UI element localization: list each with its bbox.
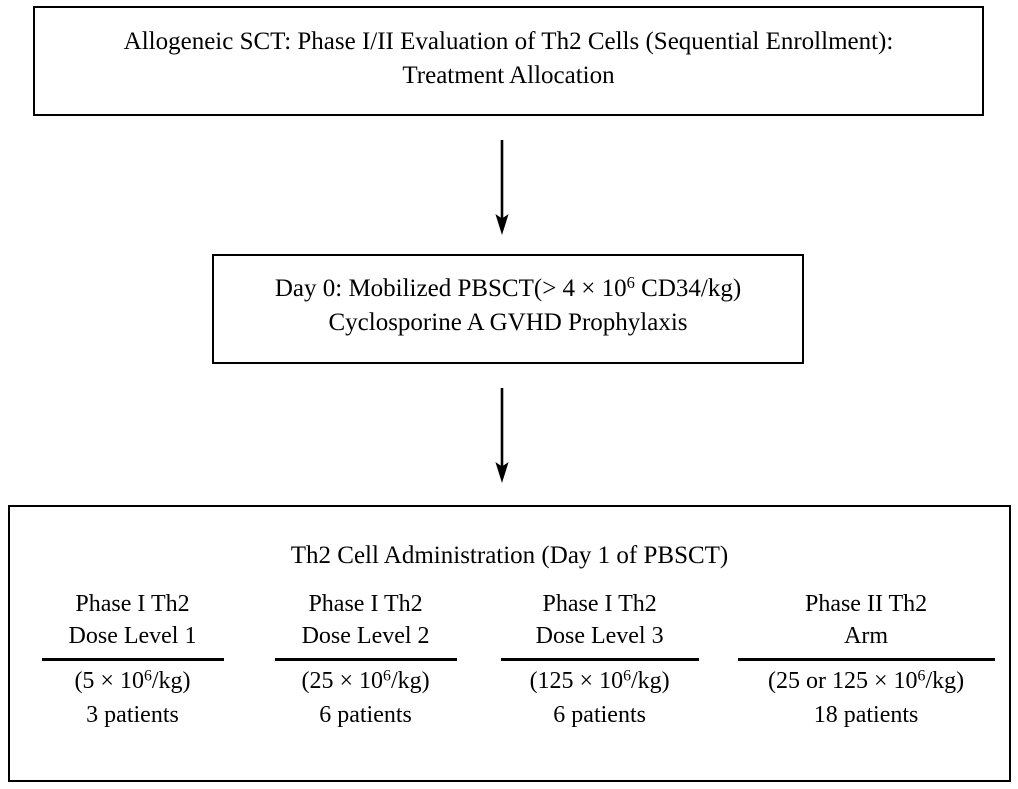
dose-columns: Phase I Th2 Dose Level 1 (5 × 106/kg) 3 …	[10, 589, 1009, 732]
dose-column-heading-line-1: Phase I Th2	[75, 591, 190, 617]
dose-column-heading-line-2: Dose Level 3	[535, 622, 664, 649]
dose-post: /kg)	[631, 668, 670, 695]
dose-column-dose: (125 × 106/kg)	[476, 666, 723, 698]
dose-column-divider	[274, 658, 457, 662]
dose-column-dose: (5 × 106/kg)	[10, 666, 255, 698]
dose-column-patients: 3 patients	[86, 702, 179, 729]
transplant-line-1: Day 0: Mobilized PBSCT(> 4 × 106 CD34/kg…	[214, 272, 802, 306]
title-box: Allogeneic SCT: Phase I/II Evaluation of…	[33, 6, 984, 116]
title-line-1: Allogeneic SCT: Phase I/II Evaluation of…	[123, 28, 894, 55]
dose-column-divider	[500, 658, 699, 662]
administration-box: Th2 Cell Administration (Day 1 of PBSCT)…	[8, 505, 1011, 782]
transplant-box: Day 0: Mobilized PBSCT(> 4 × 106 CD34/kg…	[212, 254, 804, 364]
title-box-text: Allogeneic SCT: Phase I/II Evaluation of…	[35, 8, 982, 92]
transplant-line-1-post: CD34/kg)	[634, 275, 742, 302]
dose-pre: (125 × 10	[529, 668, 624, 695]
dose-column-patients: 6 patients	[553, 702, 646, 729]
dose-column-phase-i-level-2: Phase I Th2 Dose Level 2 (25 × 106/kg) 6…	[255, 589, 476, 732]
dose-exponent: 6	[383, 667, 391, 685]
transplant-line-1-pre: Day 0: Mobilized PBSCT(> 4 × 10	[274, 275, 627, 302]
dose-column-heading-line-2: Dose Level 1	[68, 622, 197, 649]
dose-column-heading-line-1: Phase II Th2	[804, 591, 928, 617]
dose-pre: (25 or 125 × 10	[768, 668, 918, 695]
arrow-transplant-to-administration-icon	[487, 388, 517, 489]
dose-column-divider	[737, 658, 995, 662]
dose-post: /kg)	[925, 668, 965, 695]
dose-exponent: 6	[623, 667, 632, 685]
dose-post: /kg)	[151, 668, 191, 695]
dose-column-patients: 6 patients	[319, 702, 412, 729]
dose-column-dose: (25 × 106/kg)	[255, 666, 476, 698]
dose-column-phase-i-level-3: Phase I Th2 Dose Level 3 (125 × 106/kg) …	[476, 589, 723, 732]
dose-pre: (25 × 10	[301, 668, 384, 695]
transplant-line-2: Cyclosporine A GVHD Prophylaxis	[328, 309, 688, 336]
dose-column-heading-line-1: Phase I Th2	[308, 591, 423, 617]
dose-exponent: 6	[917, 667, 926, 685]
dose-column-phase-ii-arm: Phase II Th2 Arm (25 or 125 × 106/kg) 18…	[723, 589, 1009, 732]
dose-column-heading-line-2: Arm	[844, 622, 889, 649]
dose-column-patients: 18 patients	[813, 702, 919, 729]
administration-title: Th2 Cell Administration (Day 1 of PBSCT)	[290, 542, 729, 569]
transplant-line-1-exponent: 6	[626, 273, 635, 293]
dose-column-divider	[41, 658, 224, 662]
dose-column-heading-line-2: Dose Level 2	[301, 622, 430, 649]
transplant-box-text: Day 0: Mobilized PBSCT(> 4 × 106 CD34/kg…	[214, 256, 802, 340]
arrow-title-to-transplant-icon	[487, 140, 517, 241]
dose-column-dose: (25 or 125 × 106/kg)	[723, 666, 1009, 698]
dose-column-phase-i-level-1: Phase I Th2 Dose Level 1 (5 × 106/kg) 3 …	[10, 589, 255, 732]
dose-exponent: 6	[143, 667, 152, 685]
dose-post: /kg)	[390, 668, 430, 695]
dose-column-heading-line-1: Phase I Th2	[542, 591, 657, 617]
dose-pre: (5 × 10	[74, 668, 144, 695]
title-line-2: Treatment Allocation	[402, 61, 615, 89]
